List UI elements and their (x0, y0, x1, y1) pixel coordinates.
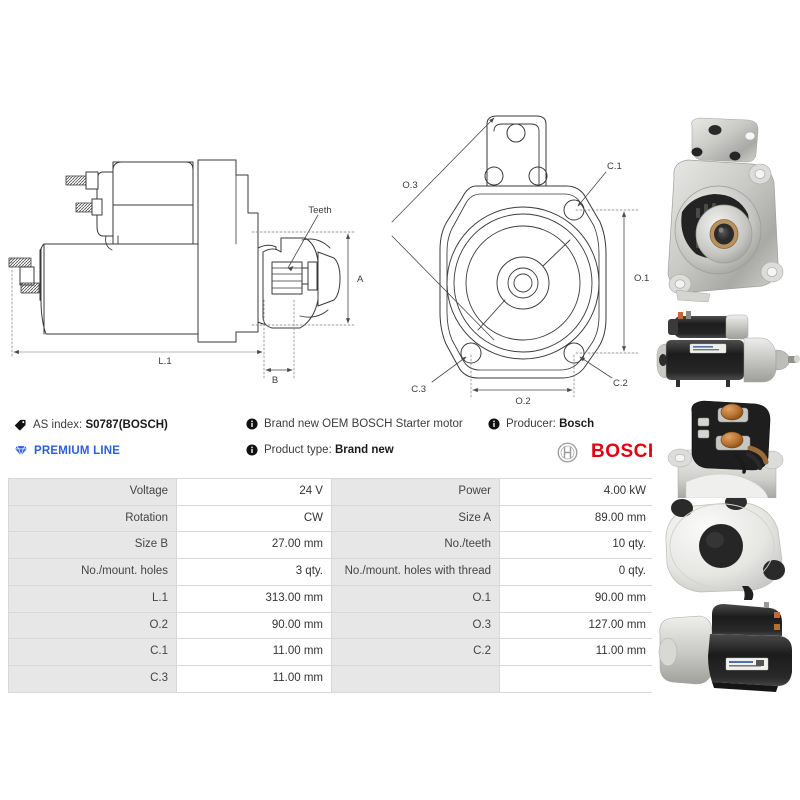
technical-drawings: Teeth A B L.1 O.1 O.2 O.3 C.1 C.2 C.3 (0, 0, 660, 410)
label-c1: C.1 (607, 161, 622, 172)
spec-value: 89.00 mm (500, 505, 654, 532)
premium-line-row: PREMIUM LINE (14, 444, 120, 457)
spec-value: 90.00 mm (500, 585, 654, 612)
premium-line-label: PREMIUM LINE (34, 444, 121, 457)
bosch-logo: BOSCH (557, 441, 662, 463)
spec-label: No./teeth (331, 532, 500, 559)
producer-text: Producer: Bosch (506, 418, 595, 430)
spec-label: No./mount. holes (9, 559, 177, 585)
spec-value: 4.00 kW (500, 479, 654, 505)
spec-value: 3 qty. (177, 559, 331, 585)
spec-value: 127.00 mm (500, 612, 654, 639)
spec-label: Rotation (9, 505, 177, 532)
spec-label: O.2 (9, 612, 177, 639)
info-icon (246, 444, 258, 456)
spec-value: 11.00 mm (500, 639, 654, 666)
spec-label: O.1 (331, 585, 500, 612)
label-o1: O.1 (634, 273, 649, 284)
label-o2: O.2 (515, 396, 530, 407)
product-type-value: Brand new (334, 444, 394, 456)
product-type-row: Product type: Brand new (246, 444, 394, 456)
spec-label-empty (331, 666, 500, 692)
as-index-text: AS index: S0787(BOSCH) (33, 418, 168, 431)
label-teeth: Teeth (308, 205, 331, 216)
brand-new-oem-row: Brand new OEM BOSCH Starter motor (246, 418, 463, 430)
front-view-drawing (391, 115, 641, 399)
photo-rear-angled[interactable] (652, 600, 800, 694)
spec-value: 313.00 mm (177, 585, 331, 612)
spec-label: L.1 (9, 585, 177, 612)
producer-row: Producer: Bosch (488, 418, 594, 430)
side-view-drawing (8, 159, 355, 379)
spec-label: Size A (331, 505, 500, 532)
spec-value: 27.00 mm (177, 532, 331, 559)
label-dim-a: A (357, 274, 364, 285)
label-c2: C.2 (613, 378, 628, 389)
spec-label: O.3 (331, 612, 500, 639)
spec-label: No./mount. holes with thread (331, 559, 500, 585)
photo-solenoid-terminals[interactable] (652, 396, 800, 498)
as-index-row: AS index: S0787(BOSCH) (14, 418, 168, 431)
spec-label: Size B (9, 532, 177, 559)
label-c3: C.3 (411, 384, 426, 395)
spec-value-empty (500, 666, 654, 692)
spec-value: CW (177, 505, 331, 532)
photo-side-profile[interactable] (652, 308, 800, 396)
label-o3: O.3 (402, 180, 417, 191)
label-dim-b: B (272, 375, 278, 386)
brand-new-oem-text: Brand new OEM BOSCH Starter motor (264, 418, 463, 430)
photo-rear-cap[interactable] (652, 498, 800, 600)
tag-icon (14, 418, 27, 431)
spec-label: C.3 (9, 666, 177, 692)
producer-value: Bosch (559, 418, 595, 430)
spec-label: C.2 (331, 639, 500, 666)
as-index-value: S0787(BOSCH) (85, 418, 168, 431)
spec-value: 11.00 mm (177, 639, 331, 666)
spec-value: 90.00 mm (177, 612, 331, 639)
diamond-icon (14, 444, 28, 457)
spec-value: 10 qty. (500, 532, 654, 559)
spec-label: Power (331, 479, 500, 505)
spec-label: C.1 (9, 639, 177, 666)
info-icon (488, 418, 500, 430)
photo-front-drive-end[interactable] (652, 112, 800, 308)
drawings-svg: Teeth A B L.1 O.1 O.2 O.3 C.1 C.2 C.3 (8, 115, 649, 407)
bosch-emblem-icon (557, 442, 578, 463)
bosch-wordmark: BOSCH (591, 441, 663, 462)
spec-value: 0 qty. (500, 559, 654, 585)
info-icon (246, 418, 258, 430)
product-type-text: Product type: Brand new (264, 444, 394, 456)
product-photo-strip (652, 112, 800, 694)
spec-value: 11.00 mm (177, 666, 331, 692)
label-dim-l1: L.1 (158, 356, 171, 367)
spec-value: 24 V (177, 479, 331, 505)
spec-label: Voltage (9, 479, 177, 505)
product-info-bar: AS index: S0787(BOSCH) PREMIUM LINE Bran… (0, 414, 662, 472)
